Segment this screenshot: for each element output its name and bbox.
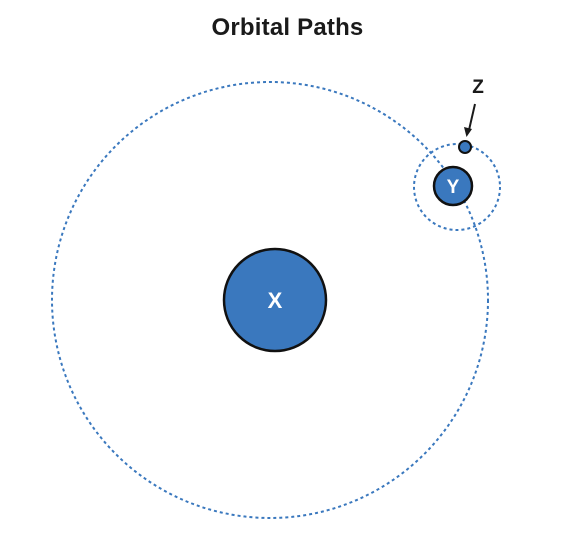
body-z-pointer-arrowhead [464, 127, 472, 137]
body-z-pointer-line [468, 103, 476, 131]
body-y: Y [432, 165, 474, 207]
body-x-circle [222, 247, 328, 353]
diagram-title: Orbital Paths [211, 14, 364, 41]
orbit-path-y [51, 81, 489, 519]
body-x-label: X [268, 288, 283, 313]
body-z-label: Z [472, 77, 484, 98]
body-y-label: Y [447, 177, 460, 198]
body-x: X [222, 247, 328, 353]
orbit-path-z [413, 143, 501, 231]
body-z-circle [458, 140, 472, 154]
body-y-circle [432, 165, 474, 207]
